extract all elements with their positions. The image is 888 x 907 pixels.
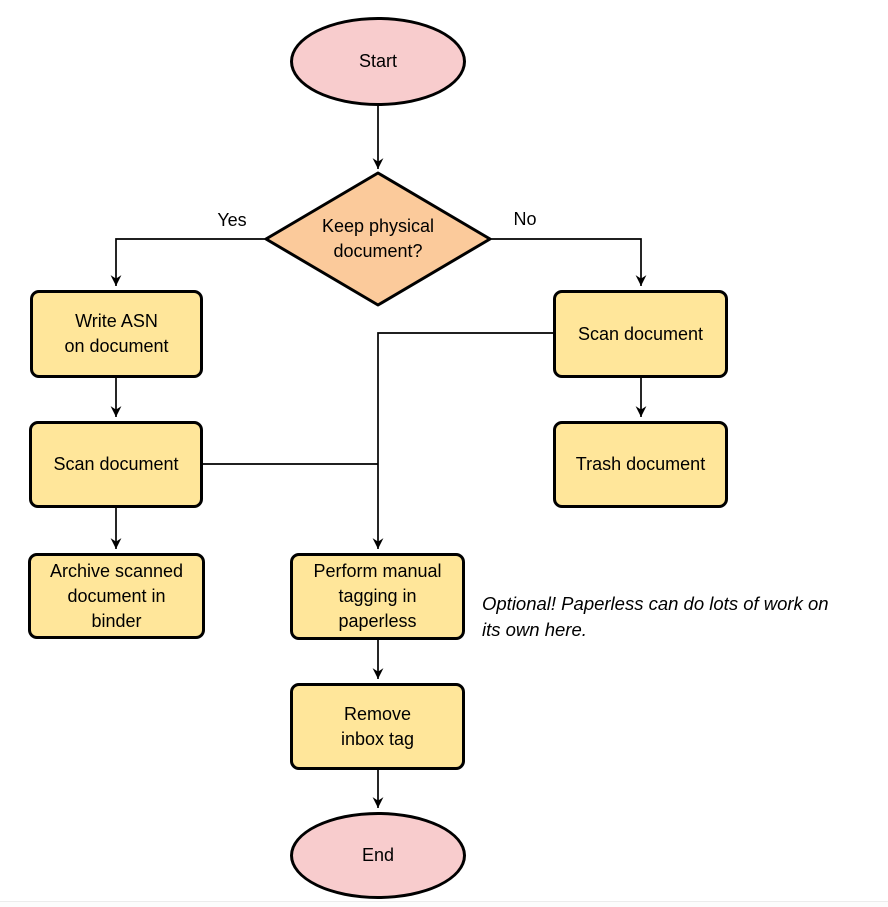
node-label: Start <box>358 51 397 71</box>
node-scan-document-left: Scan document <box>29 421 203 508</box>
page-bottom-divider <box>0 901 888 907</box>
node-trash-document: Trash document <box>553 421 728 508</box>
node-end: End <box>290 812 466 899</box>
edge-scan-right-perform <box>372 332 553 549</box>
node-decision-shape <box>264 171 492 307</box>
node-start: Start <box>290 17 466 106</box>
node-archive-binder: Archive scanned document in binder <box>28 553 205 639</box>
node-decision-label: Keep physical document? <box>321 216 435 261</box>
node-remove-inbox-tag: Remove inbox tag <box>290 683 465 770</box>
edge-label-no: No <box>513 209 537 229</box>
edge-decision-write-asn <box>110 238 265 286</box>
edge-decision-scan-right <box>491 238 647 286</box>
edge-label-yes: Yes <box>217 210 247 230</box>
node-label: Scan document <box>577 323 704 344</box>
node-label: Remove inbox tag <box>340 703 415 749</box>
node-label: Trash document <box>575 454 706 474</box>
node-label: Write ASN on document <box>64 311 169 356</box>
node-write-asn: Write ASN on document <box>30 290 203 378</box>
node-perform-tagging: Perform manual tagging in paperless <box>290 553 465 640</box>
node-label: Scan document <box>53 454 179 474</box>
node-label: End <box>361 845 395 865</box>
node-scan-document-right: Scan document <box>553 290 728 378</box>
note-optional: Optional! Paperless can do lots of work … <box>482 593 829 640</box>
node-label: Archive scanned document in binder <box>49 560 184 631</box>
node-label: Perform manual tagging in paperless <box>313 561 442 631</box>
